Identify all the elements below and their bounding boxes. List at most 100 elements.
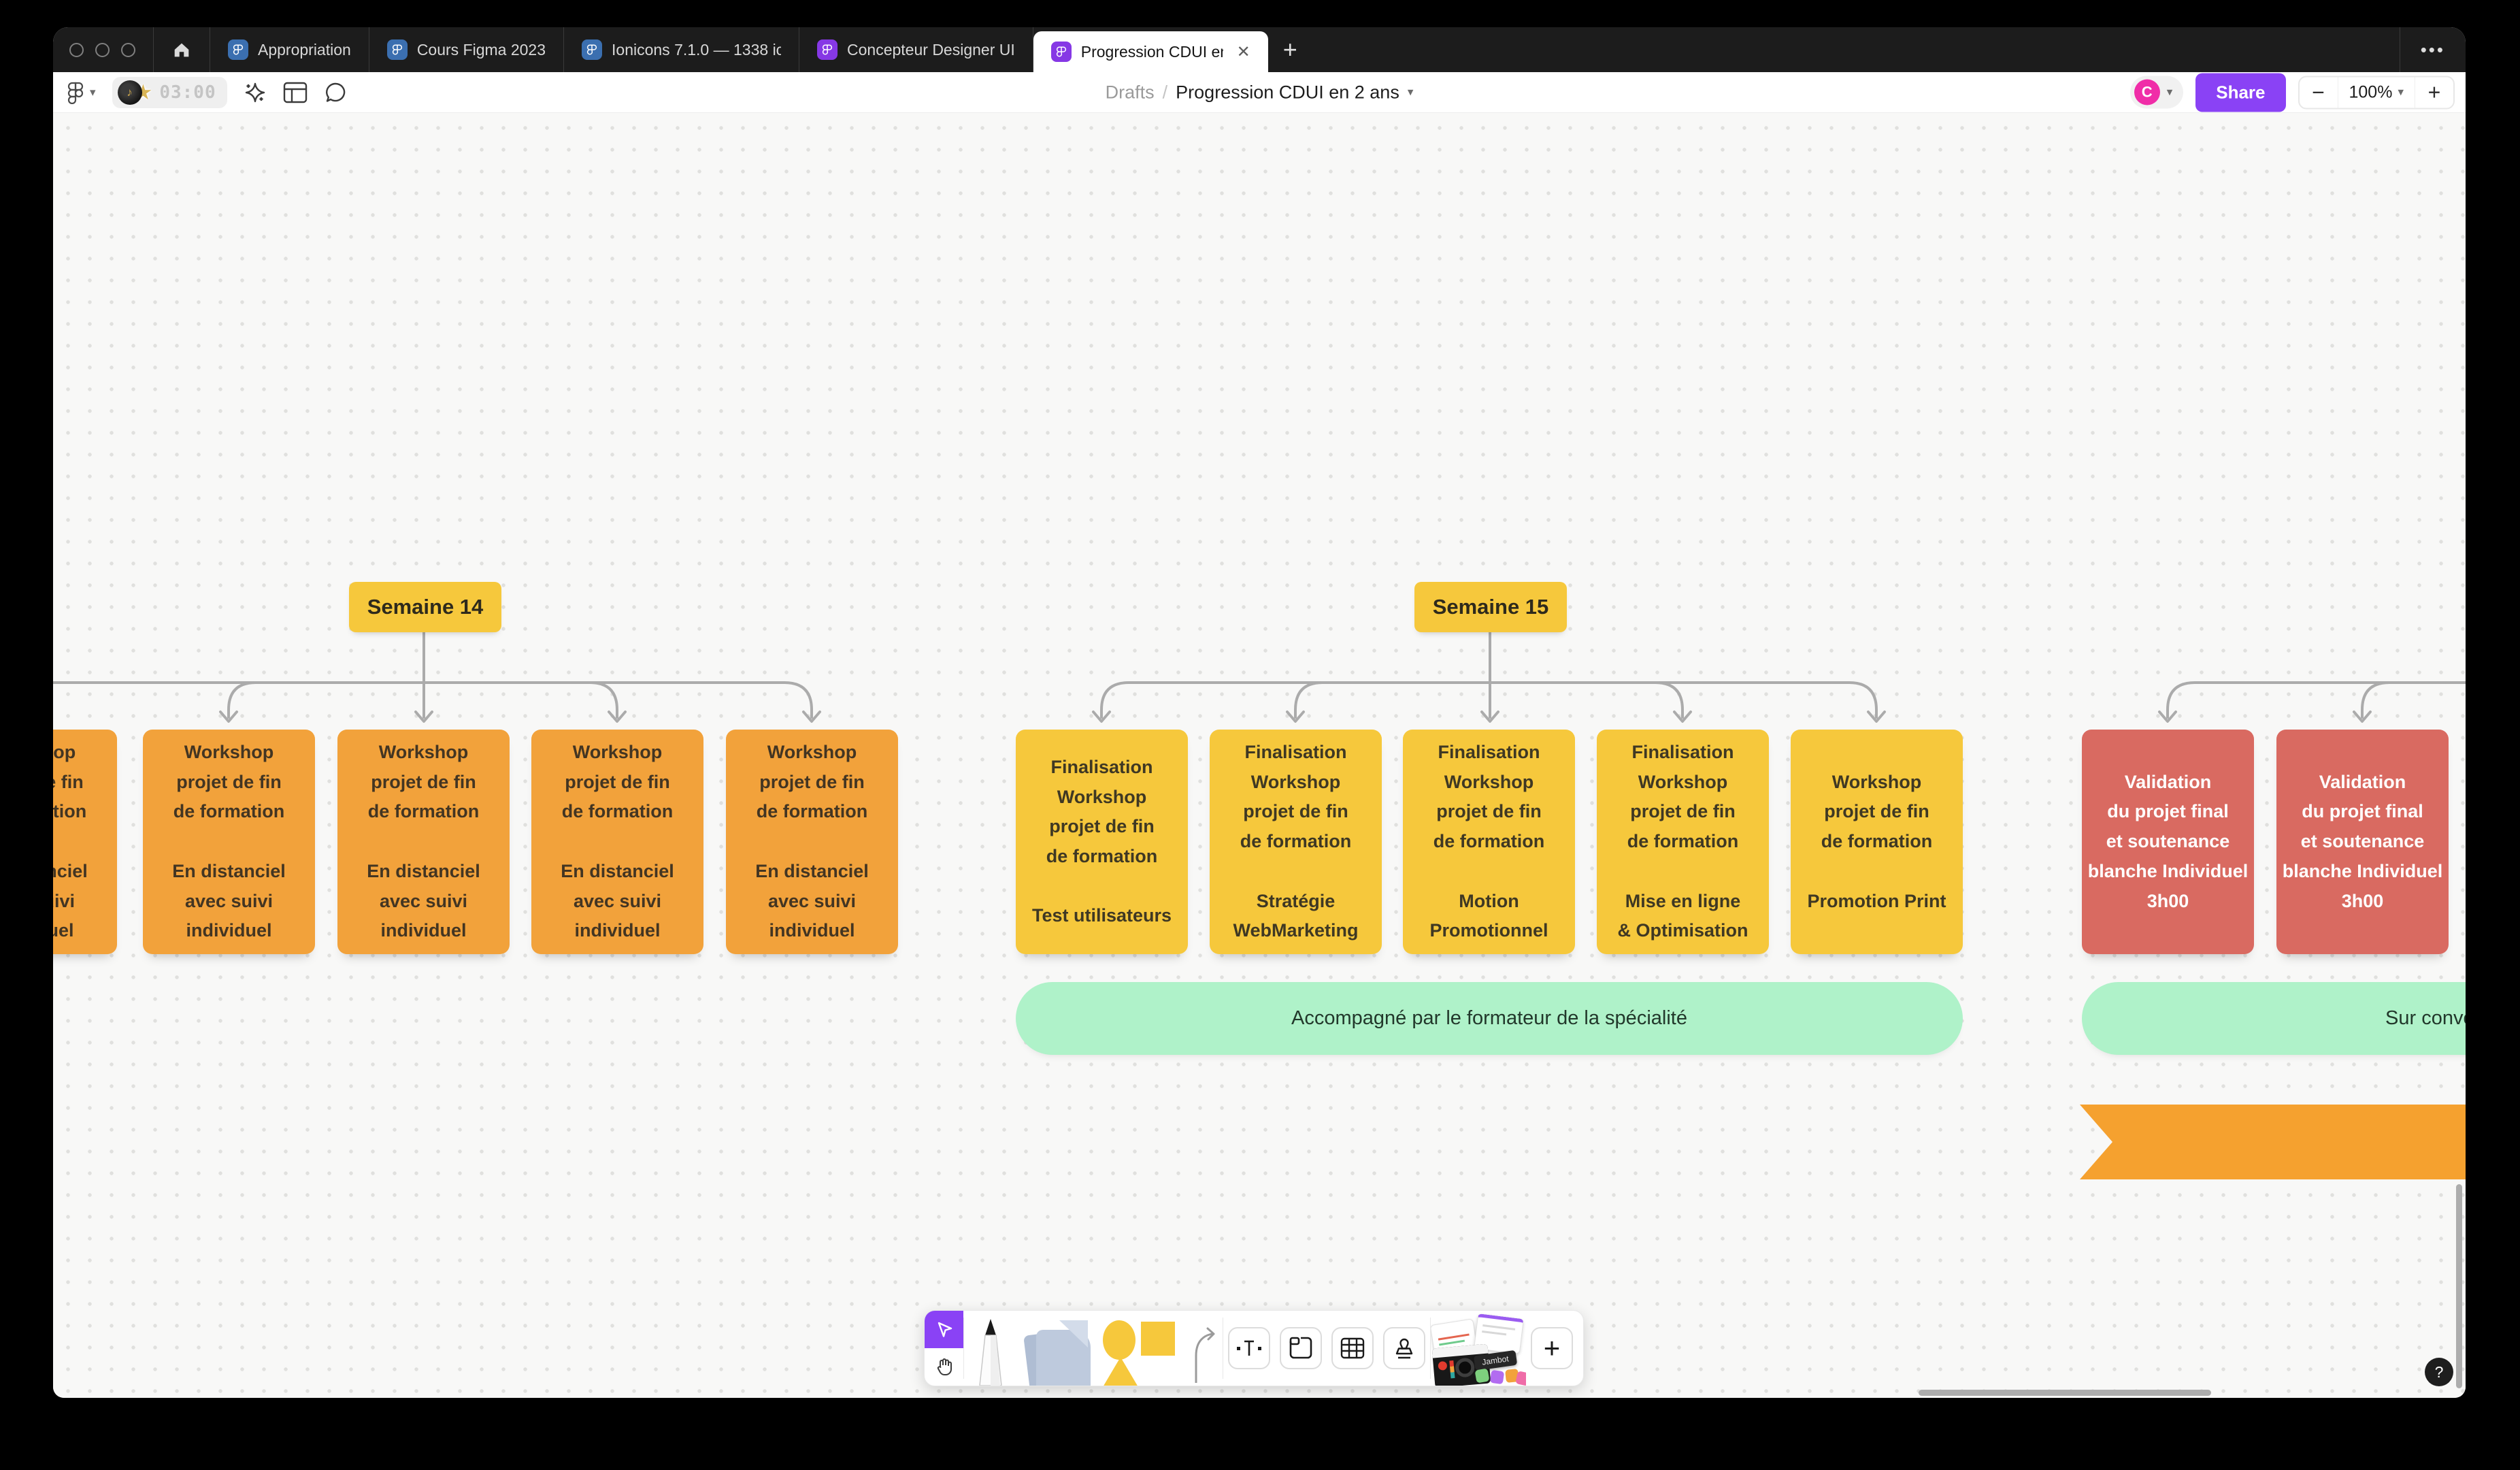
table-tool-button[interactable] (1331, 1327, 1374, 1369)
stamp-icon (1395, 1338, 1413, 1359)
week-15-header[interactable]: Semaine 15 (1414, 582, 1567, 632)
zoom-level-menu[interactable]: 100% ▾ (2337, 77, 2415, 108)
sticky-note-text: Workshop projet de fin de formation En d… (53, 741, 88, 941)
stamp-tool-button[interactable] (1383, 1327, 1425, 1369)
maximize-window-icon[interactable] (121, 42, 135, 57)
hand-icon (937, 1358, 952, 1375)
connector-tool-button[interactable] (1187, 1311, 1223, 1386)
marker-pen-icon (979, 1319, 1002, 1386)
shapes-tool-button[interactable] (1096, 1311, 1187, 1386)
sticker-icon (1474, 1368, 1490, 1384)
figma-file-icon (386, 39, 408, 60)
window-overflow-menu-button[interactable]: ••• (2399, 27, 2466, 72)
window-controls[interactable] (53, 27, 153, 72)
breadcrumb: Drafts / Progression CDUI en 2 ans ▾ (1106, 82, 1414, 103)
banner-convocation[interactable]: Sur convocation (2082, 982, 2466, 1055)
table-icon (1340, 1337, 1365, 1359)
new-tab-button[interactable]: + (1282, 35, 1297, 63)
hand-tool-button[interactable] (925, 1348, 963, 1386)
divider (563, 27, 565, 72)
sticky-note[interactable]: Workshop projet de fin de formation En d… (726, 730, 898, 954)
breadcrumb-separator: / (1162, 82, 1168, 102)
sticky-note[interactable]: Finalisation Workshop projet de fin de f… (1210, 730, 1382, 954)
sticky-note-text: Workshop projet de fin de formation En d… (172, 741, 286, 941)
divider (153, 27, 154, 72)
minimize-window-icon[interactable] (95, 42, 110, 57)
zoom-out-button[interactable]: − (2312, 80, 2325, 104)
sticky-note[interactable]: Workshop projet de fin de formation En d… (531, 730, 703, 954)
tab-progression-cdui-active[interactable]: Progression CDUI en 2 ans ✕ (1033, 31, 1268, 72)
figma-file-icon (228, 39, 248, 60)
divider (1430, 1318, 1431, 1379)
figjam-file-icon (1050, 42, 1072, 62)
templates-button[interactable] (283, 82, 308, 103)
chevron-down-icon[interactable]: ▾ (1407, 85, 1414, 99)
marker-tool-button[interactable] (964, 1311, 1017, 1386)
tab-label: Progression CDUI en 2 ans (1080, 42, 1223, 61)
connector-arrows (53, 631, 2466, 723)
tab-label: Concepteur Designer UI (847, 40, 1015, 59)
timer-value: 03:00 (159, 82, 216, 103)
text-tool-button[interactable] (1228, 1327, 1270, 1369)
sticky-note-text: Validation du projet final et soutenance… (2087, 771, 2249, 911)
tab-ionicons[interactable]: Ionicons 7.1.0 — 1338 icons pack (C (564, 27, 799, 72)
sticky-note[interactable]: Finalisation Workshop projet de fin de f… (1016, 730, 1188, 954)
sticky-note-text: Workshop projet de fin de formation En d… (561, 741, 674, 941)
sticky-note[interactable]: Workshop projet de fin de formation En d… (337, 730, 510, 954)
figma-app-window: Appropriation Cours Figma 2023 Ionicons … (53, 27, 2466, 1398)
chevron-down-icon: ▾ (90, 85, 96, 99)
figjam-tool-bar: Jambot + (924, 1310, 1584, 1386)
ai-sparkle-button[interactable] (244, 81, 267, 104)
sticky-note[interactable]: Validation du projet final et soutenance… (2082, 730, 2254, 954)
banner-text: Sur convocation (2385, 1007, 2466, 1029)
music-timer-widget[interactable]: ♪ ★ 03:00 (112, 76, 227, 108)
chevron-down-icon: ▾ (2166, 85, 2173, 99)
close-tab-icon[interactable]: ✕ (1236, 42, 1250, 61)
toolbar-right-cluster: C ▾ Share − 100% ▾ + (2129, 73, 2455, 112)
select-tool-button[interactable] (925, 1311, 963, 1348)
section-tool-button[interactable] (1280, 1327, 1322, 1369)
sticky-note[interactable]: Workshop projet de fin de formation En d… (53, 730, 117, 954)
banner-formateur[interactable]: Accompagné par le formateur de la spécia… (1016, 982, 1963, 1055)
sticky-note-text: Workshop projet de fin de formation Prom… (1807, 771, 1946, 911)
divider (963, 1318, 964, 1379)
more-tools-button[interactable]: + (1531, 1327, 1573, 1369)
zoom-in-button[interactable]: + (2427, 80, 2441, 104)
toolbar-left-cluster: ▾ ♪ ★ 03:00 (53, 76, 347, 108)
close-window-icon[interactable] (69, 42, 84, 57)
chevron-down-icon: ▾ (2398, 85, 2404, 99)
vertical-scrollbar[interactable] (2456, 1184, 2462, 1388)
tab-label: Cours Figma 2023 (416, 40, 546, 59)
sticky-note[interactable]: Finalisation Workshop projet de fin de f… (1403, 730, 1575, 954)
sticky-note[interactable]: Workshop projet de fin de formation Prom… (1791, 730, 1963, 954)
browser-tab-bar: Appropriation Cours Figma 2023 Ionicons … (53, 27, 2466, 72)
sticky-note-tool-button[interactable] (1017, 1311, 1096, 1386)
comments-button[interactable] (324, 81, 347, 104)
square-shape-icon (1141, 1322, 1175, 1356)
share-button[interactable]: Share (2195, 73, 2286, 112)
figma-logo-icon (67, 82, 84, 104)
help-button[interactable]: ? (2425, 1358, 2453, 1386)
tab-appropriation[interactable]: Appropriation (210, 27, 369, 72)
home-icon (174, 43, 189, 57)
tab-concepteur-designer-ui[interactable]: Concepteur Designer UI (799, 27, 1033, 72)
breadcrumb-folder[interactable]: Drafts (1105, 82, 1155, 102)
sticker-icon (1489, 1369, 1505, 1385)
breadcrumb-file-name[interactable]: Progression CDUI en 2 ans (1176, 82, 1399, 102)
ribbon-banner[interactable] (2080, 1105, 2466, 1179)
horizontal-scrollbar[interactable] (1919, 1390, 2211, 1396)
zoom-control: − 100% ▾ + (2298, 76, 2455, 109)
account-menu[interactable]: C ▾ (2129, 76, 2184, 109)
sticky-note[interactable]: Validation du projet final et soutenance… (2276, 730, 2449, 954)
sticky-note-text: Finalisation Workshop projet de fin de f… (1233, 741, 1359, 941)
widgets-collage-button[interactable]: Jambot (1431, 1311, 1526, 1386)
figjam-canvas[interactable]: Semaine 14 Semaine 15 Workshop projet de… (53, 113, 2466, 1398)
sticky-note[interactable]: Workshop projet de fin de formation En d… (143, 730, 315, 954)
home-button[interactable] (154, 27, 210, 72)
week-14-header[interactable]: Semaine 14 (349, 582, 501, 632)
tab-cours-figma-2023[interactable]: Cours Figma 2023 (369, 27, 563, 72)
sticky-note[interactable]: Finalisation Workshop projet de fin de f… (1597, 730, 1769, 954)
sticker-icon (1515, 1371, 1526, 1386)
main-menu-button[interactable]: ▾ (67, 81, 96, 104)
sticky-note-text: Finalisation Workshop projet de fin de f… (1617, 741, 1748, 941)
